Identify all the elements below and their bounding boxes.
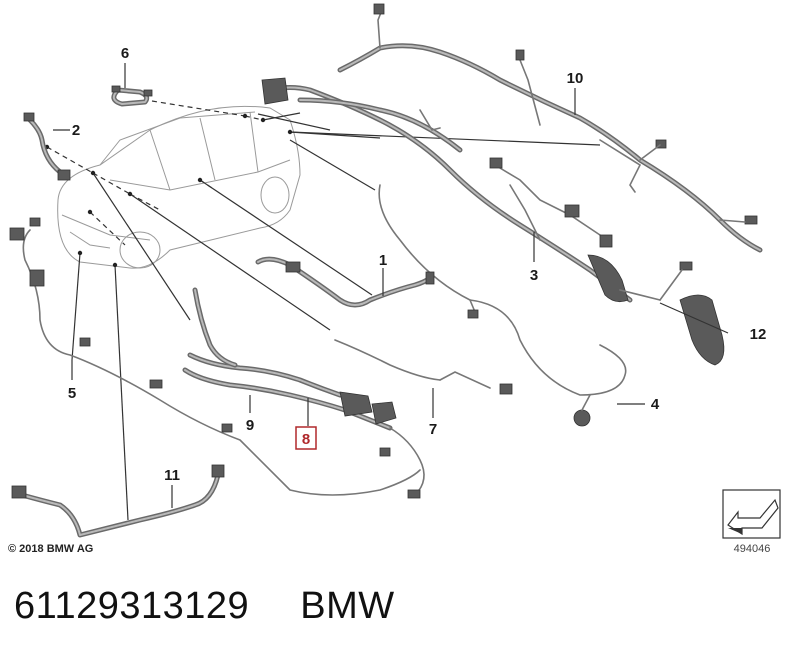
callout-12[interactable]: 12 — [750, 326, 767, 343]
callout-8-highlight-box — [295, 426, 317, 450]
part-10-harness — [337, 3, 763, 253]
part-11-cable — [11, 464, 225, 538]
reference-number: 494046 — [734, 543, 771, 555]
callout-2[interactable]: 2 — [72, 122, 80, 139]
part-3-harness — [261, 77, 633, 303]
part-9-harness — [182, 287, 513, 499]
callout-5[interactable]: 5 — [68, 385, 76, 402]
callout-3[interactable]: 3 — [530, 267, 538, 284]
reference-icon — [722, 489, 781, 539]
callout-11[interactable]: 11 — [164, 467, 180, 484]
callouts: 6 2 10 3 1 4 12 5 9 8 7 11 — [68, 45, 767, 484]
callout-4[interactable]: 4 — [651, 396, 660, 413]
part-6-cable — [111, 85, 153, 107]
part-line: 61129313129 BMW — [14, 585, 395, 628]
brand-name: BMW — [300, 585, 395, 627]
callout-8[interactable]: 8 — [302, 431, 310, 448]
callout-7[interactable]: 7 — [429, 421, 437, 438]
part-12-grommet — [619, 261, 725, 366]
callout-6[interactable]: 6 — [121, 45, 129, 62]
part-number: 61129313129 — [14, 585, 250, 627]
copyright-text: © 2018 BMW AG — [8, 543, 93, 555]
callout-9[interactable]: 9 — [246, 417, 254, 434]
callout-leaders — [53, 63, 729, 508]
part-1-cable — [255, 256, 435, 308]
part-2-cable — [23, 112, 71, 181]
part-4-cable — [378, 184, 627, 427]
car-outline — [57, 105, 301, 269]
part-5-cable — [9, 217, 421, 496]
callout-1[interactable]: 1 — [379, 252, 387, 269]
leader-lines — [44, 100, 601, 521]
callout-10[interactable]: 10 — [567, 70, 584, 87]
